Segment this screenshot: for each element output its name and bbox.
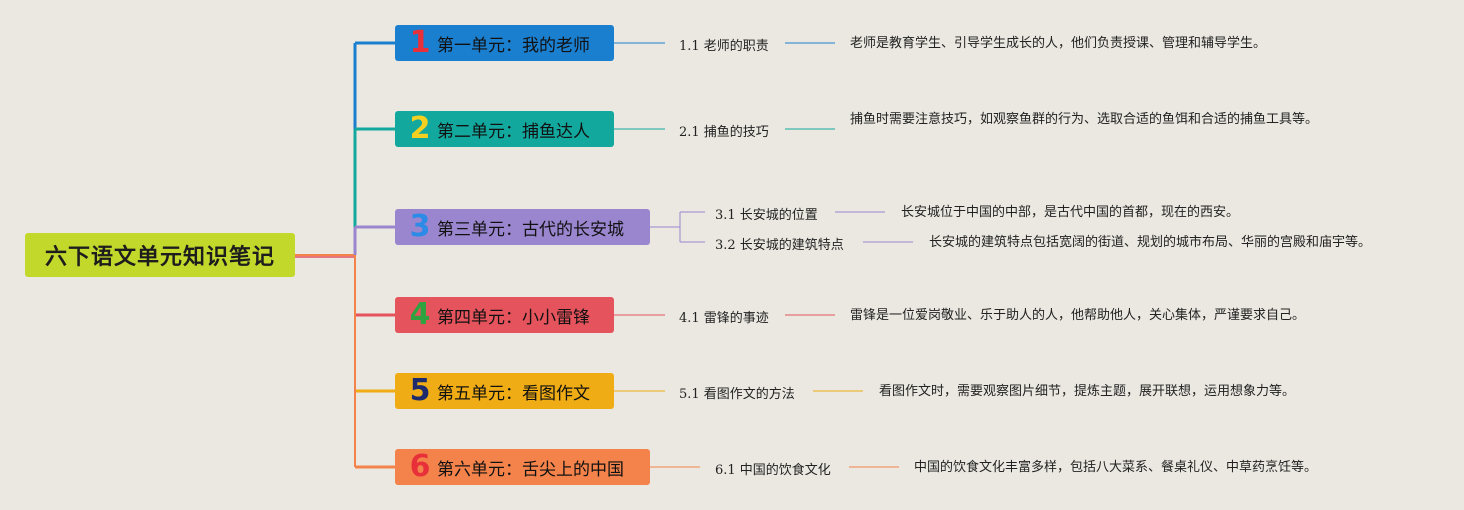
unit-node-1[interactable]: 1 第一单元：我的老师 — [395, 25, 614, 61]
unit-title: 第五单元：看图作文 — [437, 383, 590, 404]
unit-number: 3 — [409, 209, 431, 244]
unit-title: 第四单元：小小雷锋 — [437, 307, 590, 328]
unit-node-5[interactable]: 5 第五单元：看图作文 — [395, 373, 614, 409]
topic-label[interactable]: 3.2 长安城的建筑特点 — [715, 238, 844, 253]
topic-label[interactable]: 3.1 长安城的位置 — [715, 208, 818, 223]
topic-note: 看图作文时，需要观察图片细节，提炼主题，展开联想，运用想象力等。 — [879, 384, 1296, 399]
unit-title: 第二单元：捕鱼达人 — [437, 121, 590, 142]
topic-note: 捕鱼时需要注意技巧，如观察鱼群的行为、选取合适的鱼饵和合适的捕鱼工具等。 — [850, 112, 1319, 127]
topic-note: 雷锋是一位爱岗敬业、乐于助人的人，他帮助他人，关心集体，严谨要求自己。 — [850, 308, 1306, 323]
unit-title: 第三单元：古代的长安城 — [437, 219, 624, 240]
unit-number: 5 — [409, 373, 431, 408]
unit-node-4[interactable]: 4 第四单元：小小雷锋 — [395, 297, 614, 333]
topic-note: 老师是教育学生、引导学生成长的人，他们负责授课、管理和辅导学生。 — [850, 36, 1267, 51]
topic-label[interactable]: 6.1 中国的饮食文化 — [715, 463, 831, 478]
topic-label[interactable]: 2.1 捕鱼的技巧 — [679, 125, 769, 140]
root-node[interactable]: 六下语文单元知识笔记 — [25, 233, 295, 277]
unit-number: 6 — [409, 449, 431, 484]
unit-number: 1 — [409, 25, 431, 60]
topic-label[interactable]: 5.1 看图作文的方法 — [679, 387, 795, 402]
topic-label[interactable]: 4.1 雷锋的事迹 — [679, 311, 769, 326]
unit-node-6[interactable]: 6 第六单元：舌尖上的中国 — [395, 449, 650, 485]
unit-title: 第一单元：我的老师 — [437, 35, 590, 56]
root-label: 六下语文单元知识笔记 — [44, 245, 275, 270]
topic-note: 长安城位于中国的中部，是古代中国的首都，现在的西安。 — [901, 205, 1240, 220]
topic-note: 长安城的建筑特点包括宽阔的街道、规划的城市布局、华丽的宫殿和庙宇等。 — [929, 235, 1372, 250]
topic-note: 中国的饮食文化丰富多样，包括八大菜系、餐桌礼仪、中草药烹饪等。 — [914, 460, 1318, 475]
unit-title: 第六单元：舌尖上的中国 — [437, 459, 624, 480]
unit-node-3[interactable]: 3 第三单元：古代的长安城 — [395, 209, 650, 245]
unit-number: 2 — [409, 111, 431, 146]
topic-label[interactable]: 1.1 老师的职责 — [679, 39, 769, 54]
unit-number: 4 — [409, 297, 431, 332]
unit-node-2[interactable]: 2 第二单元：捕鱼达人 — [395, 111, 614, 147]
